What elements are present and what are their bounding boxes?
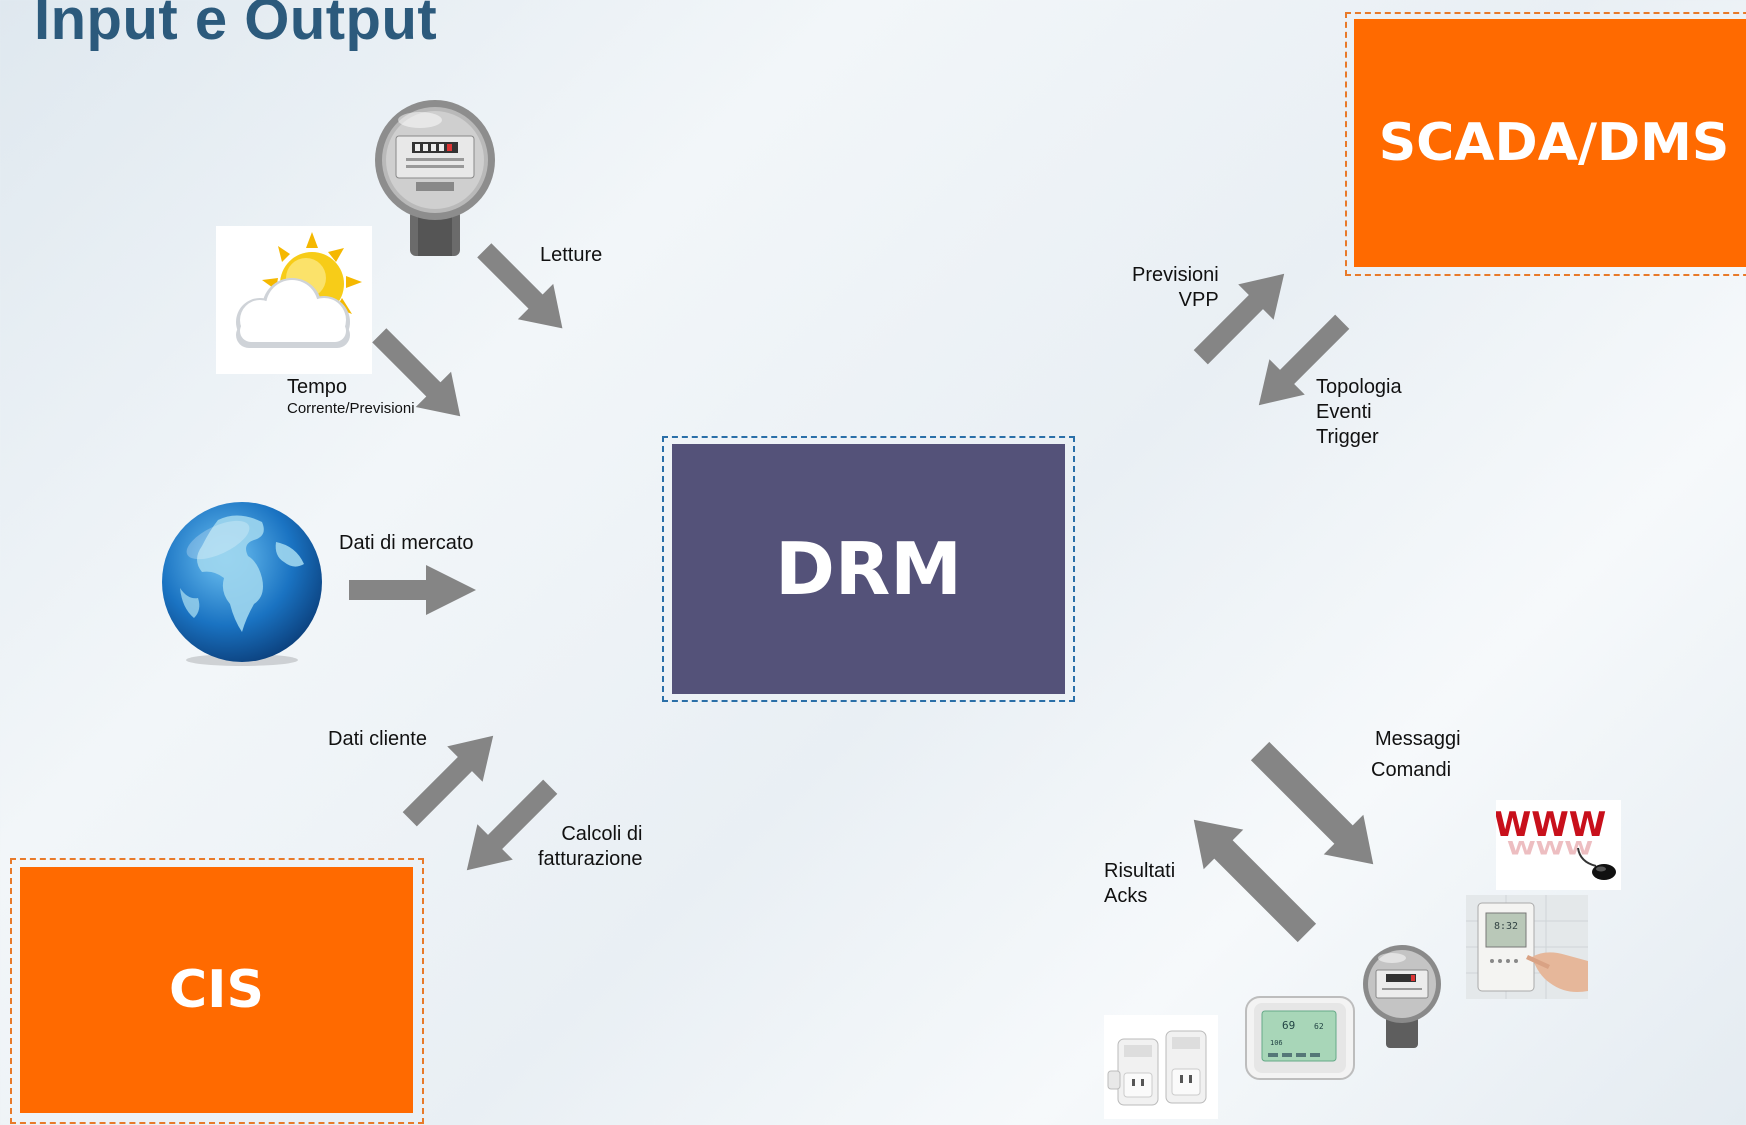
smart-meter-icon	[1363, 945, 1441, 1048]
label-tempo: Tempo	[287, 376, 348, 398]
cis-box: CIS	[20, 867, 413, 1113]
svg-text:69: 69	[1282, 1019, 1295, 1032]
page-title: Input e Output	[34, 0, 438, 52]
svg-text:62: 62	[1314, 1022, 1324, 1031]
cis-label: CIS	[169, 960, 264, 1020]
svg-text:WWW: WWW	[1507, 838, 1593, 859]
arrow-fatturazione	[466, 779, 558, 871]
label-topologia: Topologia Eventi Trigger	[1316, 376, 1402, 448]
svg-text:8:32: 8:32	[1494, 921, 1518, 932]
www-mouse-icon: WWW WWW	[1496, 800, 1621, 890]
label-comandi: Comandi	[1371, 759, 1452, 781]
label-tempo-sub: Corrente/Previsioni	[287, 400, 415, 417]
svg-text:106: 106	[1270, 1039, 1283, 1047]
scada-dms-box: SCADA/DMS	[1354, 19, 1746, 267]
globe-icon	[162, 502, 322, 666]
label-risultati: Risultati Acks	[1104, 860, 1176, 907]
weather-tile	[216, 226, 372, 374]
arrow-previsioni	[1193, 273, 1285, 365]
drm-box: DRM	[672, 444, 1065, 694]
smart-plug-icon	[1104, 1015, 1218, 1119]
cis-frame	[10, 858, 424, 1124]
label-fatturazione: Calcoli di fatturazione	[538, 823, 643, 870]
arrow-mercato	[349, 565, 476, 615]
arrow-tempo	[372, 328, 461, 417]
programmable-thermostat-icon: 69 62 106	[1245, 996, 1355, 1080]
svg-text:WWW: WWW	[1496, 805, 1606, 845]
arrow-topologia	[1258, 314, 1350, 406]
drm-label: DRM	[775, 527, 962, 611]
weather-sun-cloud-icon	[236, 232, 362, 348]
label-messaggi: Messaggi	[1375, 728, 1461, 750]
label-dati-cliente: Dati cliente	[328, 728, 427, 750]
label-mercato: Dati di mercato	[339, 532, 474, 554]
drm-frame	[662, 436, 1075, 702]
scada-dms-label: SCADA/DMS	[1378, 113, 1730, 173]
arrow-letture	[477, 243, 563, 329]
arrow-risultati	[1193, 819, 1317, 943]
arrow-dati-cliente	[402, 735, 494, 827]
wall-thermostat-icon: 8:32	[1466, 895, 1588, 999]
arrow-messaggi	[1250, 741, 1374, 865]
label-previsioni: Previsioni VPP	[1132, 264, 1219, 311]
scada-frame	[1345, 12, 1746, 276]
electric-meter-icon	[375, 100, 495, 256]
label-letture: Letture	[540, 244, 603, 266]
